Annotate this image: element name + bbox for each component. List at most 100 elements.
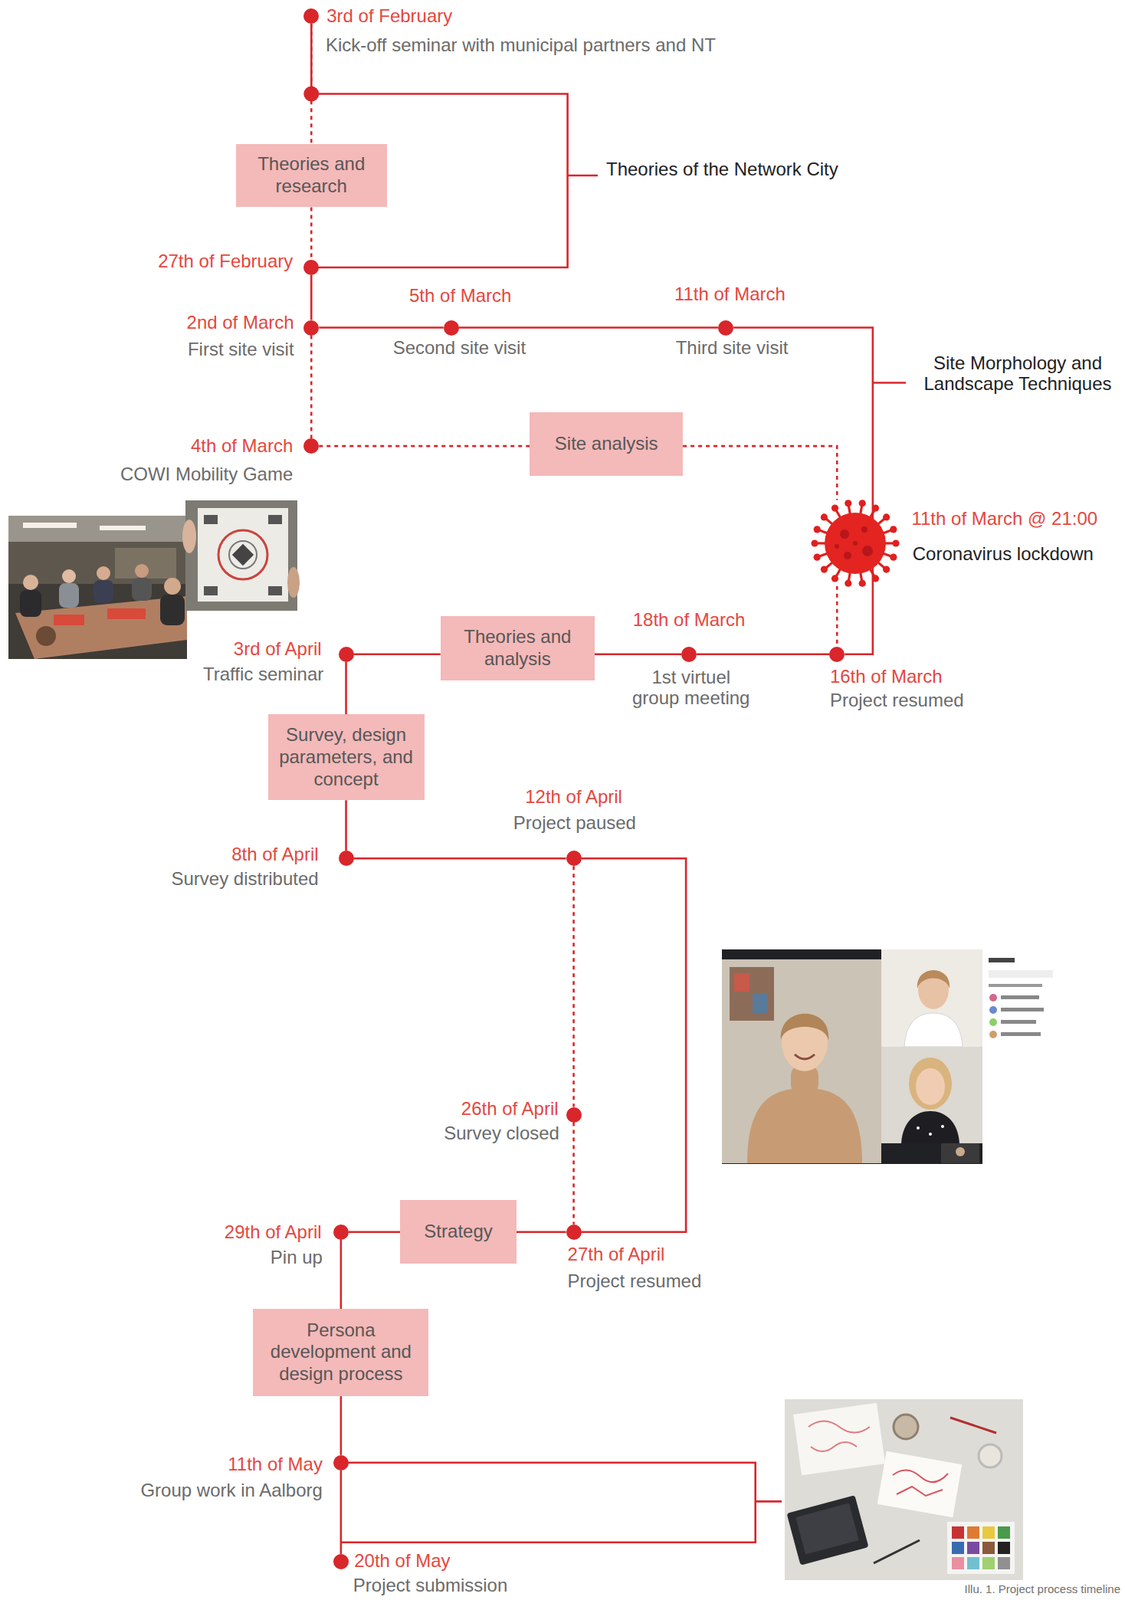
event-label: Second site visit bbox=[393, 337, 526, 359]
timeline-connector bbox=[572, 865, 575, 1107]
phase-box: Site analysis bbox=[529, 412, 683, 476]
date-label: 16th of March bbox=[829, 665, 943, 688]
video-call-screenshot bbox=[729, 967, 775, 1021]
timeline-connector bbox=[572, 1122, 575, 1225]
worktable-photo bbox=[896, 1486, 943, 1496]
lockdown-virus: 11th of March @ 21:00Coronavirus lockdow… bbox=[808, 496, 902, 591]
seminar-photo bbox=[8, 515, 187, 660]
phase-box: Survey, design parameters, and concept bbox=[268, 714, 425, 801]
seminar-photo bbox=[8, 515, 187, 542]
virus-spot bbox=[861, 526, 868, 533]
phase-box: Theories and analysis bbox=[440, 616, 595, 681]
date-label: 5th of March bbox=[409, 285, 512, 307]
timeline-connector bbox=[354, 857, 567, 860]
timeline-dot: 26th of AprilSurvey closed bbox=[566, 1107, 582, 1123]
timeline-dot: 4th of MarchCOWI Mobility Game bbox=[303, 438, 319, 454]
video-call-screenshot bbox=[734, 973, 750, 992]
date-label: 3rd of February bbox=[326, 6, 453, 28]
date-label: 11th of May bbox=[227, 1454, 323, 1476]
timeline-connector bbox=[310, 275, 313, 321]
video-call-screenshot bbox=[721, 959, 882, 1164]
virus-spot bbox=[862, 545, 873, 557]
timeline-dot: 2nd of MarchFirst site visit bbox=[303, 320, 319, 336]
date-label: 3rd of April bbox=[233, 638, 322, 660]
worktable-photo bbox=[950, 1417, 997, 1434]
event-label: Third site visit bbox=[675, 337, 789, 359]
timeline-dot: 27th of February bbox=[303, 259, 319, 276]
seminar-photo bbox=[160, 594, 185, 626]
bracket-lines bbox=[755, 1500, 782, 1503]
board-game-photo bbox=[218, 530, 268, 580]
timeline-connector bbox=[310, 23, 313, 145]
event-label: First site visit bbox=[187, 338, 295, 361]
timeline-dot: 12th of AprilProject paused bbox=[566, 850, 582, 866]
event-label: Kick-off seminar with municipal partners… bbox=[325, 34, 716, 56]
video-call-screenshot bbox=[904, 1013, 963, 1047]
virus-spot bbox=[839, 529, 850, 539]
board-game-photo bbox=[232, 544, 254, 566]
worktable-photo bbox=[982, 1557, 995, 1570]
video-call-screenshot bbox=[1000, 1007, 1044, 1012]
seminar-photo bbox=[19, 590, 42, 617]
date-label: 11th of March bbox=[674, 283, 786, 306]
timeline-connector bbox=[344, 662, 348, 716]
video-call-screenshot bbox=[1000, 1020, 1037, 1024]
timeline-dot: 8th of AprilSurvey distributed bbox=[338, 850, 355, 866]
board-game-photo bbox=[203, 586, 218, 596]
event-label: Traffic seminar bbox=[203, 664, 324, 686]
virus-spike bbox=[889, 525, 897, 533]
worktable-photo bbox=[873, 1540, 920, 1564]
event-label: Survey distributed bbox=[171, 868, 319, 890]
timeline-dot: 11th of MarchThird site visit bbox=[718, 320, 734, 336]
bracket-lines bbox=[872, 381, 906, 384]
video-call-screenshot bbox=[747, 1088, 863, 1164]
seminar-photo bbox=[22, 574, 39, 591]
video-call-screenshot bbox=[988, 983, 1043, 988]
date-label: 4th of March bbox=[190, 435, 293, 457]
video-call-screenshot bbox=[881, 1046, 983, 1144]
virus-spike bbox=[882, 565, 890, 573]
virus-body bbox=[824, 512, 886, 574]
worktable-photo bbox=[793, 1403, 886, 1476]
virus-spike bbox=[831, 504, 839, 512]
video-call-screenshot bbox=[989, 1030, 998, 1039]
phase-box: Persona development and design process bbox=[252, 1308, 429, 1396]
video-call-screenshot bbox=[982, 949, 1061, 1165]
worktable-photo bbox=[893, 1414, 919, 1440]
phase-box: Theories and research bbox=[236, 144, 388, 208]
seminar-photo bbox=[59, 583, 79, 608]
video-call-screenshot bbox=[989, 1006, 998, 1014]
event-label: Group work in Aalborg bbox=[140, 1479, 322, 1502]
virus-spike bbox=[892, 539, 900, 547]
video-call-screenshot bbox=[752, 993, 768, 1014]
timeline-dot: 5th of MarchSecond site visit bbox=[443, 320, 460, 336]
event-label: Pin up bbox=[270, 1246, 323, 1269]
timeline-connector bbox=[516, 1230, 567, 1234]
video-call-screenshot bbox=[881, 949, 983, 1047]
board-game-photo bbox=[197, 508, 289, 602]
board-game-photo bbox=[185, 500, 298, 611]
timeline-dot: 11th of MayGroup work in Aalborg bbox=[333, 1455, 349, 1471]
virus-spot bbox=[852, 541, 858, 546]
event-label: Project resumed bbox=[567, 1270, 702, 1293]
event-label: Project paused bbox=[513, 812, 637, 834]
date-label: 26th of April bbox=[461, 1098, 559, 1120]
seminar-photo bbox=[107, 608, 146, 620]
date-label: 29th of April bbox=[224, 1221, 322, 1244]
worktable-photo bbox=[951, 1557, 965, 1570]
timeline-connector bbox=[581, 858, 687, 1233]
video-call-screenshot bbox=[794, 1054, 815, 1060]
date-label: 11th of March @ 21:00 bbox=[911, 508, 1098, 530]
worktable-photo bbox=[784, 1399, 1024, 1581]
bracket-label: Site Morphology and Landscape Techniques bbox=[916, 352, 1119, 395]
board-game-photo bbox=[203, 514, 218, 525]
seminar-photo bbox=[93, 580, 114, 604]
date-label: 8th of April bbox=[231, 843, 319, 866]
video-call-screenshot bbox=[915, 1068, 945, 1106]
worktable-photo bbox=[982, 1541, 995, 1555]
virus-spike bbox=[813, 553, 821, 561]
timeline-connector bbox=[318, 326, 443, 329]
worktable-photo bbox=[997, 1557, 1011, 1570]
worktable-photo bbox=[997, 1526, 1011, 1539]
